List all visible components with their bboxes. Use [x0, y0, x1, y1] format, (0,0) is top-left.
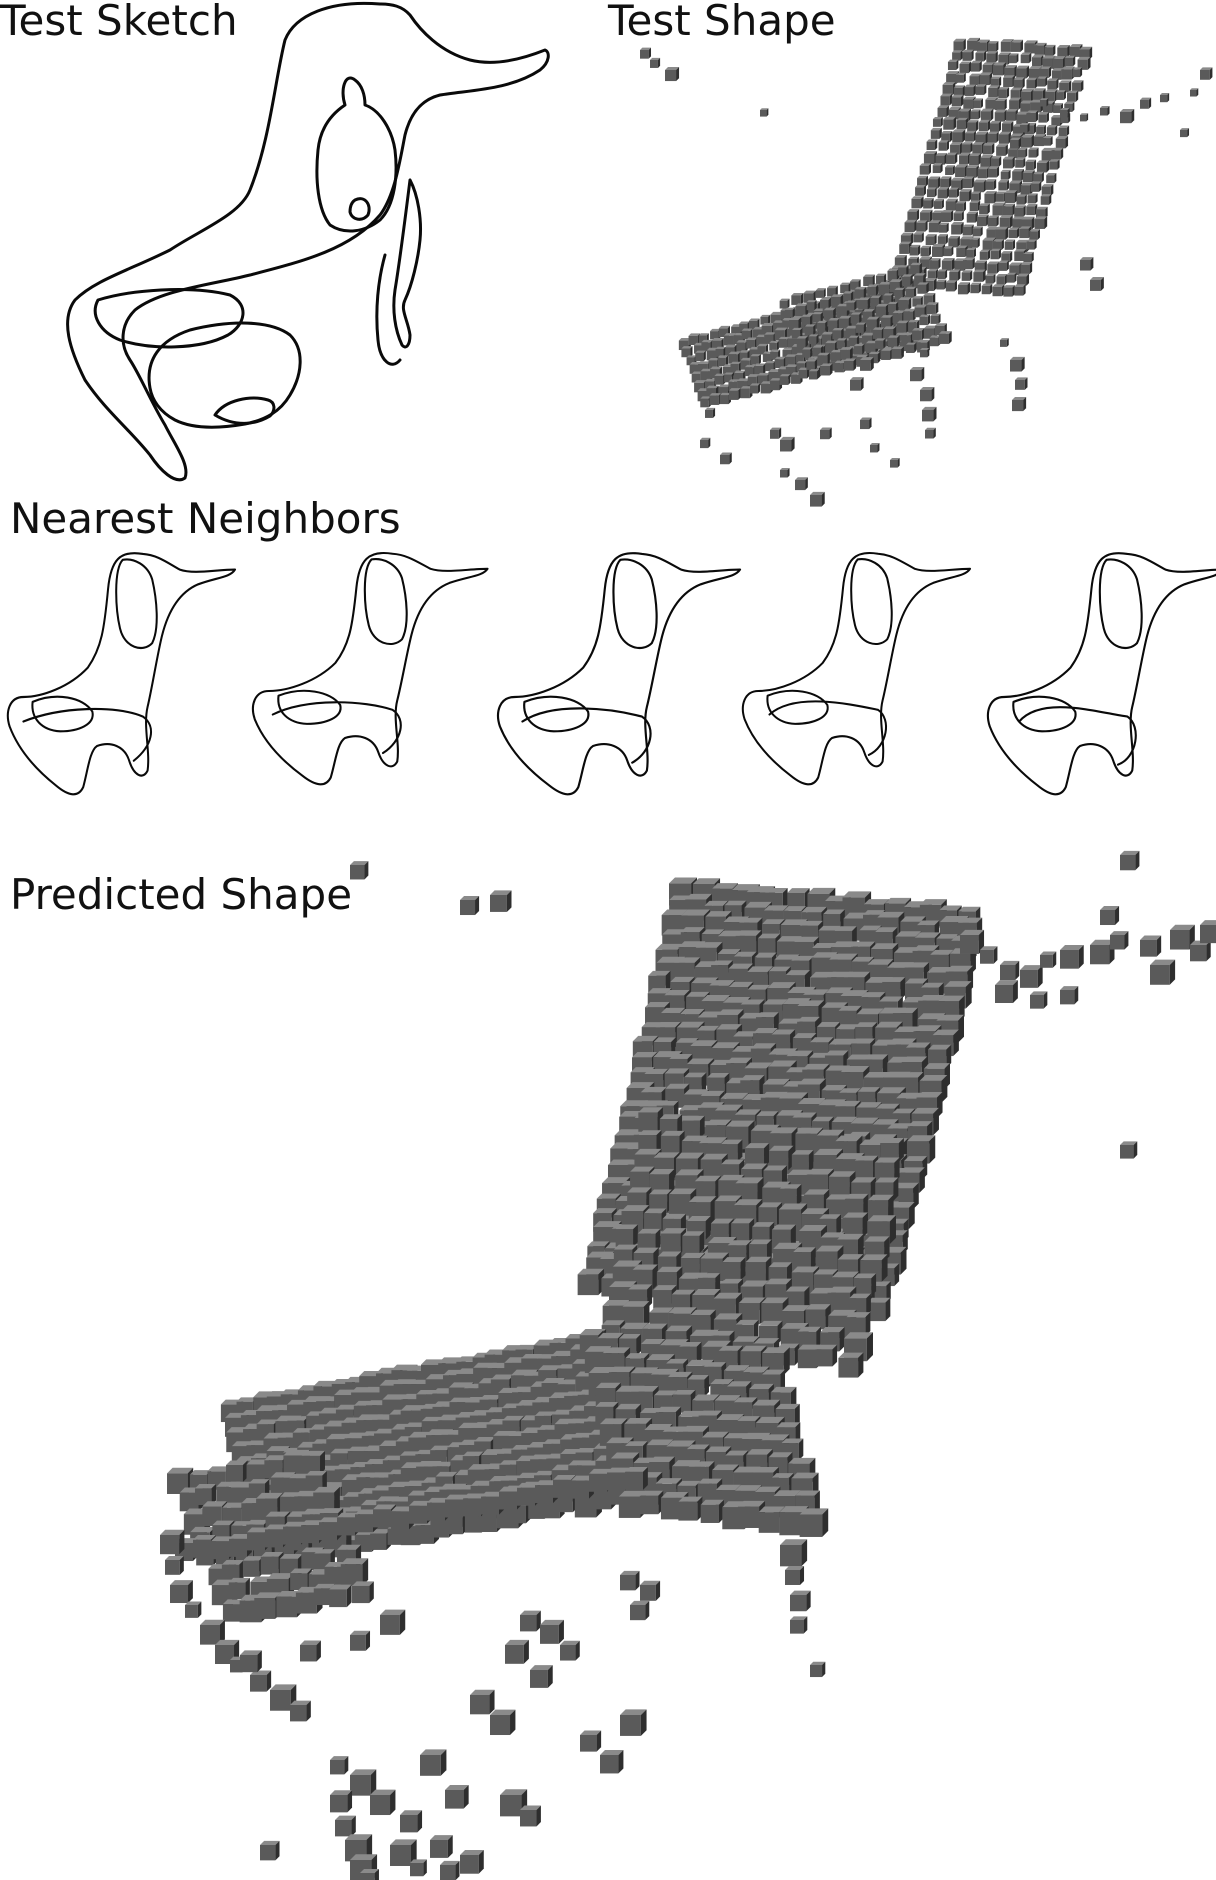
nearest-neighbor-sketch [253, 553, 488, 784]
nearest-neighbor-sketch [743, 553, 970, 784]
nearest-neighbor-sketch [8, 553, 235, 794]
test-sketch-drawing [0, 0, 600, 500]
nearest-neighbors-sketches [0, 548, 1216, 808]
test-shape-voxels [640, 38, 1212, 507]
predicted-voxels [160, 851, 1216, 1880]
nearest-neighbors-label: Nearest Neighbors [10, 498, 401, 540]
nearest-neighbor-sketch [498, 553, 740, 794]
predicted-shape-voxel-model [0, 855, 1216, 1880]
nearest-neighbors-row [0, 548, 1216, 808]
test-shape-voxel-model [660, 0, 1216, 500]
nearest-neighbor-sketch [988, 553, 1216, 794]
